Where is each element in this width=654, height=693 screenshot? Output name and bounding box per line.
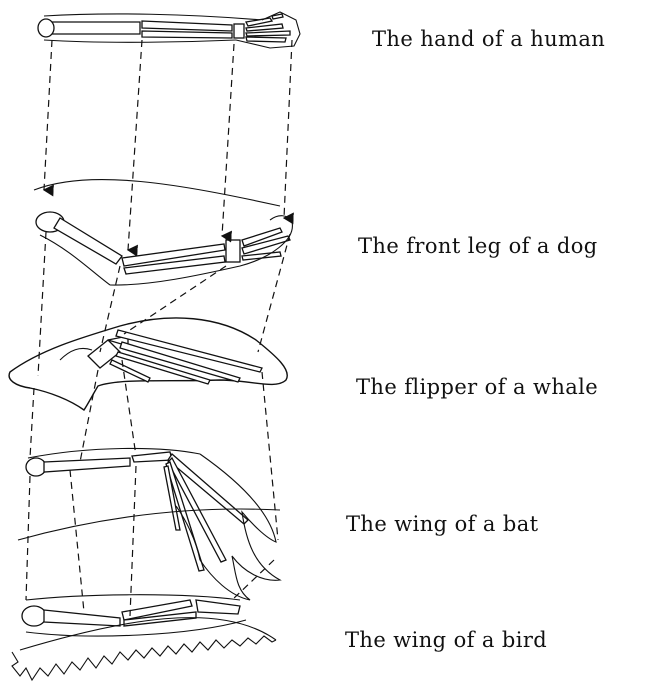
homology-connector-lines [26, 40, 292, 616]
label-bat-wing: The wing of a bat [346, 512, 538, 536]
human-arm-drawing [38, 12, 300, 48]
dog-leg-drawing [34, 179, 292, 285]
label-whale-flipper: The flipper of a whale [356, 375, 598, 399]
bird-wing-drawing [12, 595, 276, 680]
label-human-hand: The hand of a human [372, 27, 605, 51]
whale-flipper-drawing [9, 318, 287, 410]
label-bird-wing: The wing of a bird [345, 628, 547, 652]
bat-wing-drawing [18, 448, 280, 600]
label-dog-front-leg: The front leg of a dog [358, 234, 598, 258]
